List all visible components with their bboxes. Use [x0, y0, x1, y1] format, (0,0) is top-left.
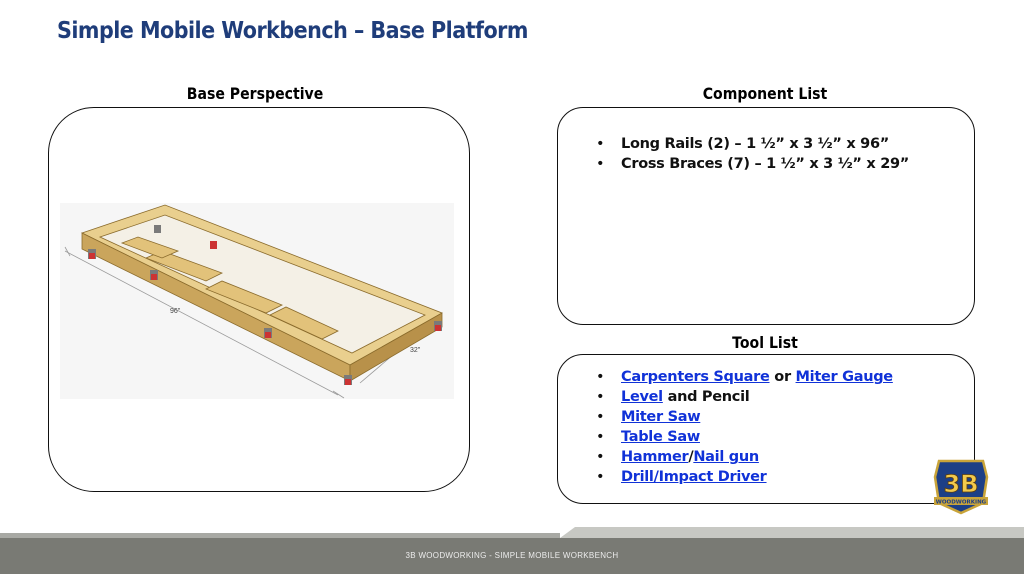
- logo-sub-text: WOODWORKING: [936, 500, 987, 506]
- workbench-base-illustration: 96" 32": [60, 203, 454, 399]
- miter-gauge-link[interactable]: Miter Gauge: [795, 369, 894, 385]
- list-item: Long Rails (2) – 1 ½” x 3 ½” x 96”: [594, 134, 909, 154]
- dimension-96-label: 96": [170, 308, 181, 315]
- footer-stripe: [0, 527, 1024, 538]
- miter-saw-link[interactable]: Miter Saw: [621, 409, 701, 425]
- component-list: Long Rails (2) – 1 ½” x 3 ½” x 96” Cross…: [594, 134, 909, 174]
- component-list-panel: Long Rails (2) – 1 ½” x 3 ½” x 96” Cross…: [557, 107, 975, 325]
- tool-item-miter-saw: Miter Saw: [594, 407, 893, 427]
- table-saw-link[interactable]: Table Saw: [621, 429, 700, 445]
- component-list-heading: Component List: [702, 84, 828, 103]
- list-item: Cross Braces (7) – 1 ½” x 3 ½” x 29”: [594, 154, 909, 174]
- tool-item-hammer: Hammer/Nail gun: [594, 447, 893, 467]
- tool-list-panel: Carpenters Square or Miter Gauge Level a…: [557, 354, 975, 504]
- nail-gun-link[interactable]: Nail gun: [693, 449, 759, 465]
- carpenters-square-link[interactable]: Carpenters Square: [621, 369, 770, 385]
- tool-item-square: Carpenters Square or Miter Gauge: [594, 367, 893, 387]
- hammer-link[interactable]: Hammer: [621, 449, 689, 465]
- drill-impact-driver-link[interactable]: Drill/Impact Driver: [621, 469, 767, 485]
- dimension-32-label: 32": [410, 347, 421, 354]
- tool-list: Carpenters Square or Miter Gauge Level a…: [594, 367, 893, 487]
- footer-band: [0, 538, 1024, 574]
- tool-item-drill: Drill/Impact Driver: [594, 467, 893, 487]
- tool-item-table-saw: Table Saw: [594, 427, 893, 447]
- footer-text: 3B WOODWORKING - SIMPLE MOBILE WORKBENCH: [405, 551, 619, 560]
- tool-item-level: Level and Pencil: [594, 387, 893, 407]
- slide-title: Simple Mobile Workbench – Base Platform: [57, 18, 528, 44]
- logo-brand-text: 3B: [944, 470, 979, 498]
- 3b-woodworking-logo: 3B WOODWORKING: [933, 459, 989, 515]
- perspective-heading: Base Perspective: [186, 84, 324, 103]
- level-link[interactable]: Level: [621, 389, 663, 405]
- tool-list-heading: Tool List: [732, 333, 798, 352]
